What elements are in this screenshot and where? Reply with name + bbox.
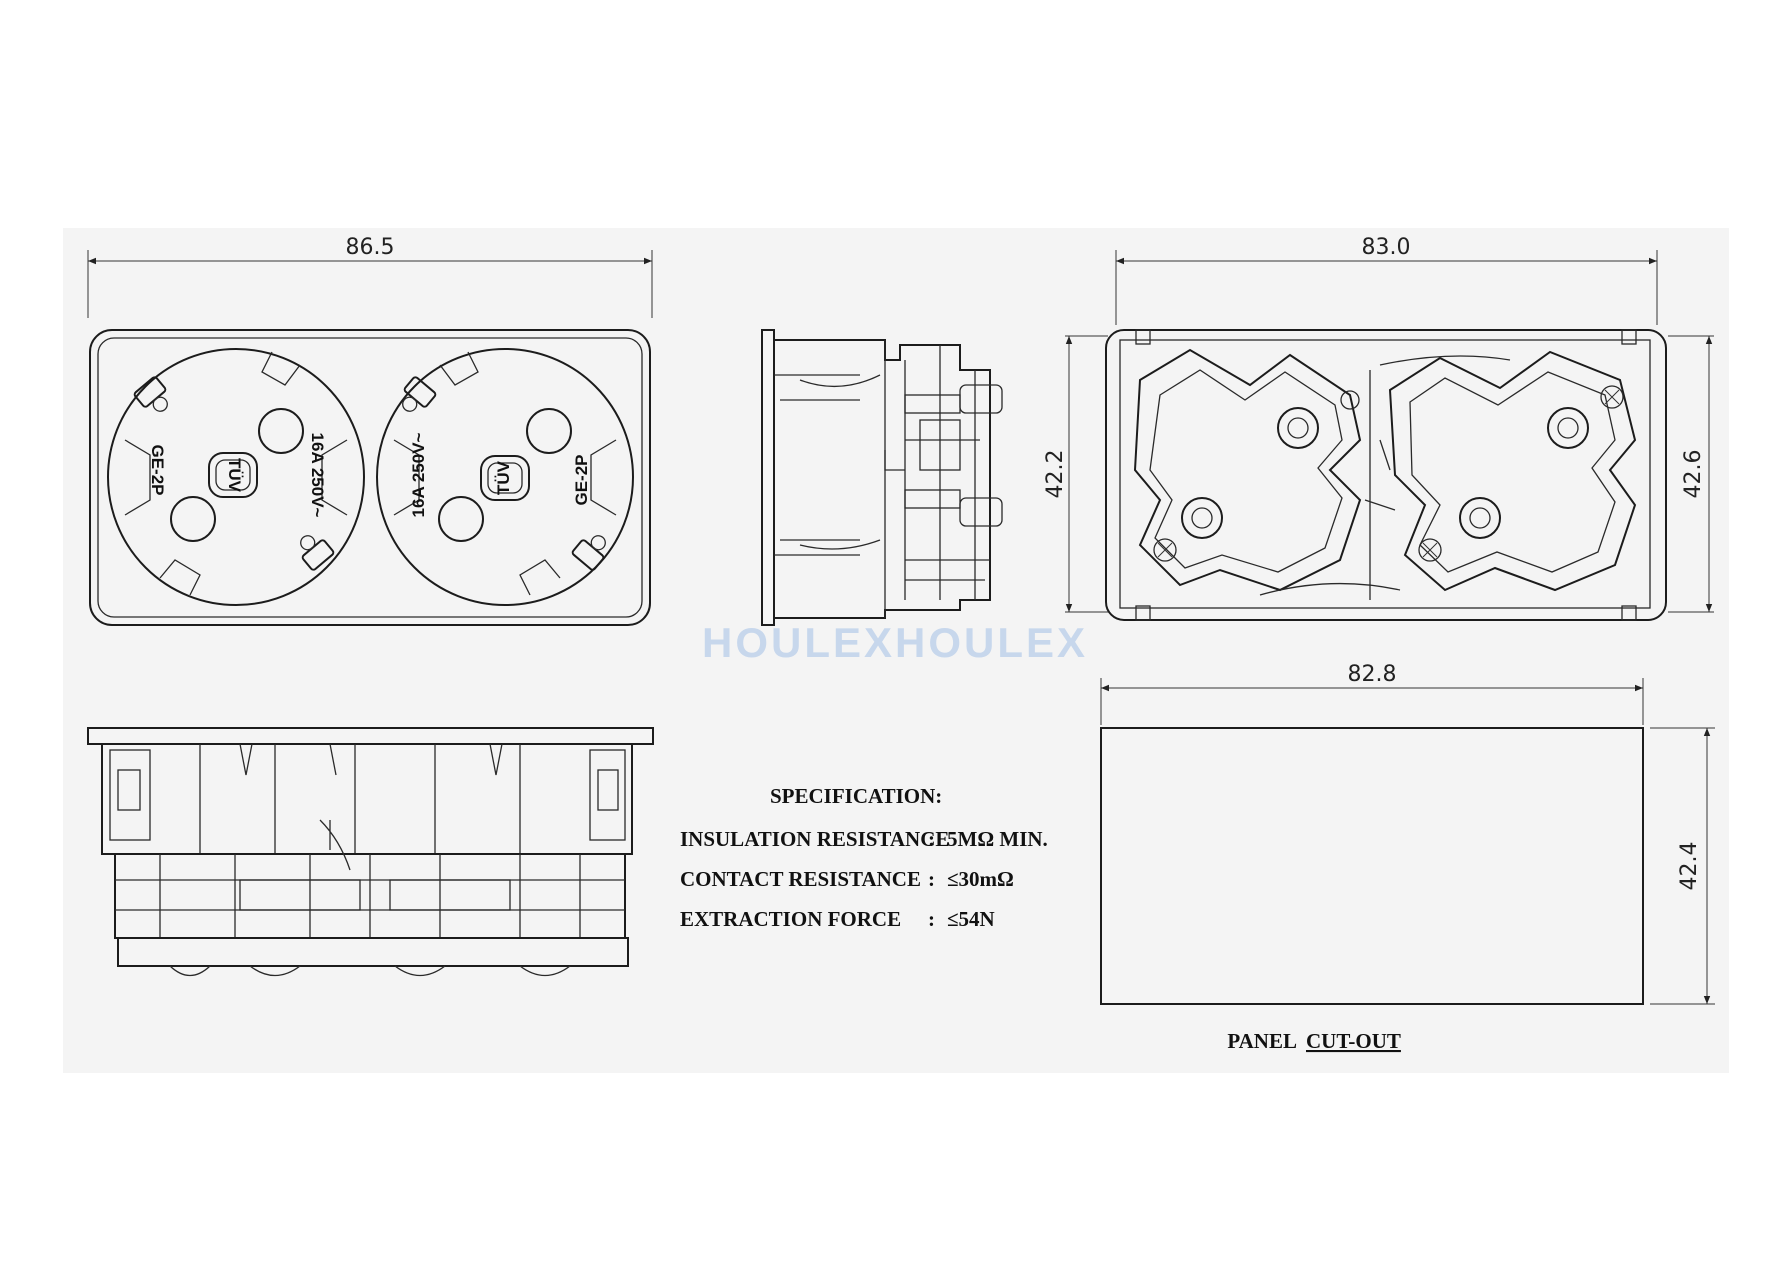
spec-contact-label: CONTACT RESISTANCE bbox=[680, 867, 921, 891]
spec-insulation-label: INSULATION RESISTANCE bbox=[680, 827, 949, 851]
dimension-rear-height-right-label: 42.6 bbox=[1681, 450, 1706, 499]
specification-block: SPECIFICATION: INSULATION RESISTANCE : 5… bbox=[680, 784, 1048, 931]
socket-left-rating-text: 16A 250V~ bbox=[308, 433, 327, 518]
dimension-rear-width-label: 83.0 bbox=[1362, 235, 1411, 260]
spec-extraction-value: ≤54N bbox=[947, 907, 995, 931]
spec-extraction-sep: : bbox=[928, 907, 935, 931]
panel-cutout-label-suffix: CUT-OUT bbox=[1306, 1029, 1401, 1053]
dimension-cutout-height: 42.4 bbox=[1650, 727, 1715, 1005]
spec-insulation-value: 5MΩ MIN. bbox=[947, 827, 1048, 851]
front-view: 86.5 bbox=[87, 235, 653, 626]
drawing-area bbox=[63, 228, 1729, 1073]
spec-contact-value: ≤30mΩ bbox=[947, 867, 1014, 891]
dimension-rear-height-left-label: 42.2 bbox=[1043, 450, 1068, 499]
panel-cutout: 82.8 42.4 PANEL CUT-OUT bbox=[1100, 662, 1715, 1053]
rear-mechanism-left bbox=[1133, 348, 1401, 596]
dimension-rear-height-left: 42.2 bbox=[1043, 335, 1108, 613]
watermark-text: HOULEXHOULEX bbox=[702, 619, 1088, 666]
socket-right: TÜV 16A 250V~ GE-2P bbox=[376, 348, 634, 606]
socket-right-cert-mark: TÜV bbox=[494, 460, 513, 495]
spec-contact-sep: : bbox=[928, 867, 935, 891]
specification-title: SPECIFICATION: bbox=[770, 784, 942, 808]
socket-left: TÜV GE-2P 16A 250V~ bbox=[107, 348, 365, 606]
socket-left-cert-mark: TÜV bbox=[225, 458, 244, 493]
dimension-cutout-height-label: 42.4 bbox=[1677, 842, 1702, 891]
dimension-cutout-width-label: 82.8 bbox=[1348, 662, 1397, 687]
dimension-rear-width: 83.0 bbox=[1115, 235, 1658, 325]
dimension-front-width-label: 86.5 bbox=[346, 235, 395, 260]
rear-view: 83.0 42.2 42.6 bbox=[1043, 235, 1714, 621]
bottom-view bbox=[87, 727, 654, 977]
spec-insulation-sep: : bbox=[928, 827, 935, 851]
rear-mechanism-right bbox=[1379, 350, 1637, 592]
panel-cutout-label-prefix: PANEL bbox=[1227, 1029, 1297, 1053]
socket-left-model-text: GE-2P bbox=[148, 444, 167, 495]
socket-right-model-text: GE-2P bbox=[572, 454, 591, 505]
side-view bbox=[761, 329, 1003, 626]
spec-extraction-label: EXTRACTION FORCE bbox=[680, 907, 901, 931]
dimension-front-width: 86.5 bbox=[87, 235, 653, 318]
socket-right-rating-text: 16A 250V~ bbox=[409, 432, 428, 517]
dimension-cutout-width: 82.8 bbox=[1100, 662, 1644, 725]
dimension-rear-height-right: 42.6 bbox=[1668, 335, 1714, 613]
